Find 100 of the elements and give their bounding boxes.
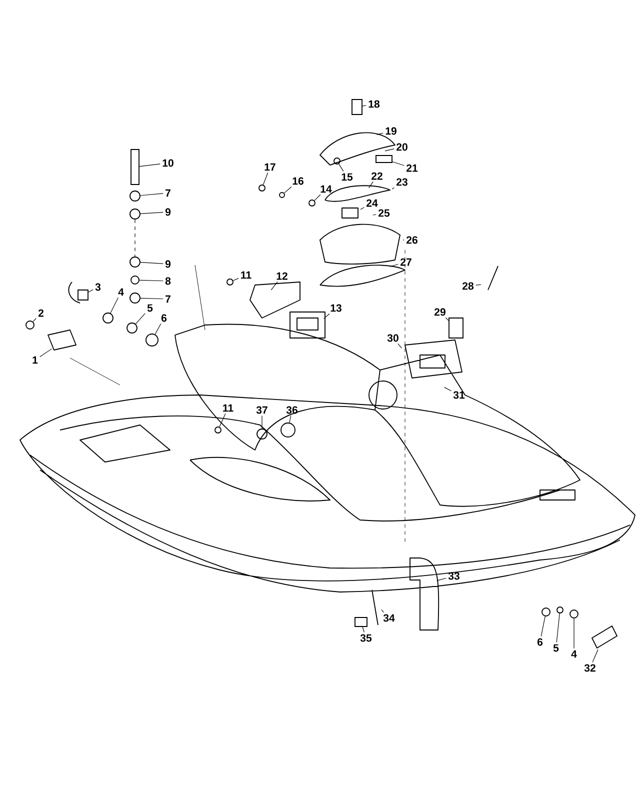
leader-line (436, 578, 446, 581)
washer (146, 334, 158, 346)
washer (130, 208, 140, 220)
leader-line (390, 264, 398, 267)
callout-number: 11 (241, 271, 252, 279)
leader-line (392, 187, 394, 190)
leader-line (314, 194, 321, 201)
callout-number: 9 (165, 208, 171, 216)
washer (556, 606, 564, 614)
leader-line (139, 164, 160, 167)
leader-line (219, 413, 226, 428)
washer (130, 292, 140, 304)
callout-number: 29 (434, 308, 446, 316)
callout-number: 19 (386, 127, 396, 135)
callout-number: 14 (320, 185, 332, 193)
leader-line (384, 148, 394, 152)
callout-number: 33 (448, 572, 460, 580)
washer (308, 200, 316, 206)
leader-line (40, 348, 52, 358)
callout-number: 28 (462, 282, 474, 290)
callout-number: 27 (400, 258, 412, 266)
leader-line (110, 297, 118, 314)
leader-line (262, 172, 268, 186)
leader-line (232, 278, 239, 281)
leader-line (476, 284, 482, 286)
callout-number: 32 (584, 664, 596, 672)
leader-line (372, 214, 376, 216)
callout-number: 25 (378, 209, 390, 217)
callout-number: 7 (166, 189, 170, 197)
leader-line (284, 186, 292, 194)
callout-number: 6 (161, 314, 167, 322)
washer (214, 426, 222, 434)
callout-number: 2 (38, 309, 44, 317)
callout-number: 8 (165, 277, 171, 285)
callout-number: 4 (118, 288, 124, 296)
leader-line (154, 323, 162, 335)
leader-line (32, 318, 36, 322)
part (130, 149, 140, 185)
washer (130, 276, 140, 284)
callout-number: 30 (387, 334, 398, 342)
callout-number: 16 (292, 177, 304, 185)
callout-number: 12 (276, 272, 288, 280)
callout-number: 34 (383, 614, 395, 622)
callout-number: 37 (256, 406, 268, 414)
leader-line (392, 161, 404, 166)
leader-line (540, 616, 546, 637)
washer (256, 428, 268, 440)
leader-line (289, 415, 292, 423)
leader-line (270, 281, 278, 290)
leader-line (139, 280, 164, 282)
leader-line (140, 298, 164, 300)
callout-number: 3 (95, 283, 101, 291)
leader-line (381, 609, 384, 613)
part (78, 290, 88, 300)
leader-line (444, 387, 452, 392)
callout-number: 26 (406, 236, 418, 244)
callout-number: 22 (372, 172, 382, 180)
leader-line (368, 181, 374, 188)
leader-line (556, 613, 560, 643)
washer (334, 158, 340, 164)
callout-number: 1 (32, 356, 38, 364)
washer (126, 322, 138, 334)
callout-number: 15 (342, 173, 353, 181)
leader-line (140, 262, 164, 264)
part (376, 155, 392, 163)
callout-number: 21 (406, 164, 418, 172)
callout-number: 10 (162, 159, 174, 167)
washer (280, 422, 296, 438)
leader-line (376, 132, 384, 135)
part (352, 99, 362, 115)
leader-line (592, 649, 598, 663)
callout-number: 23 (396, 178, 408, 186)
leader-line (398, 343, 402, 348)
axis-line (134, 219, 136, 257)
leader-line (140, 193, 164, 196)
leader-line (362, 626, 364, 633)
callout-number: 31 (453, 391, 465, 399)
washer (542, 608, 550, 616)
leader-line (362, 105, 366, 106)
callout-number: 11 (223, 404, 234, 412)
leader-line (338, 164, 344, 172)
leader-line (445, 317, 449, 321)
part (448, 318, 464, 338)
callout-number: 6 (537, 638, 543, 646)
callout-number: 5 (147, 304, 153, 312)
washer (130, 190, 140, 202)
leader-line (88, 289, 94, 292)
leader-line (135, 313, 146, 324)
washer (26, 320, 34, 330)
callout-number: 13 (330, 304, 342, 312)
callout-number: 18 (368, 100, 380, 108)
callout-number: 36 (286, 406, 298, 414)
callout-number: 24 (366, 199, 378, 207)
washer (130, 256, 140, 268)
washer (226, 278, 234, 286)
callout-number: 20 (396, 143, 408, 151)
callout-number: 5 (553, 644, 559, 652)
washer (279, 192, 285, 198)
leader-line (360, 207, 364, 210)
leader-line (324, 313, 330, 319)
